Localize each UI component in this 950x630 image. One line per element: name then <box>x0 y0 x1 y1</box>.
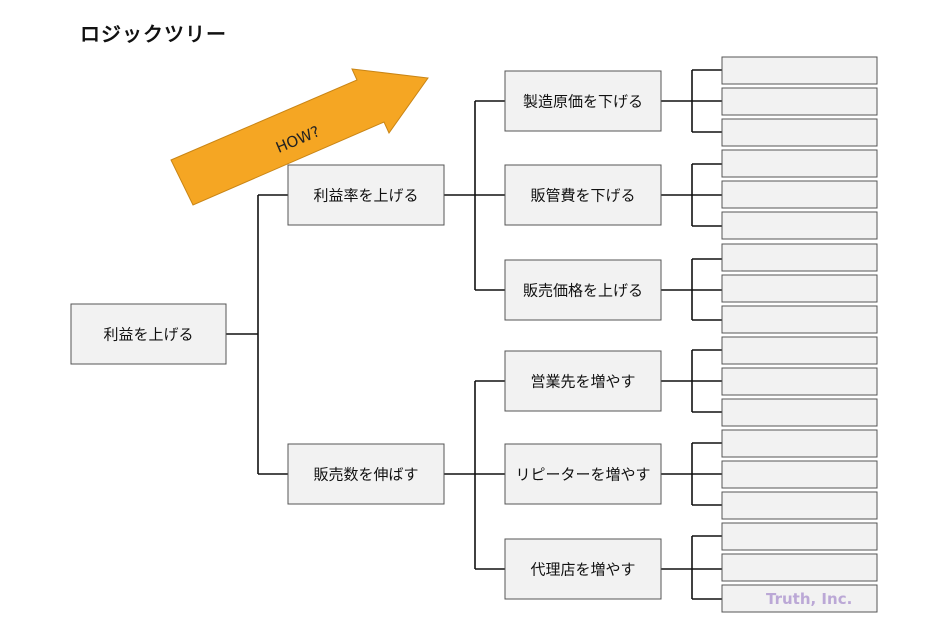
leaf-box <box>721 398 878 427</box>
leaf-box <box>721 274 878 303</box>
leaf-box <box>721 180 878 209</box>
level2-node: 製造原価を下げる <box>504 70 662 132</box>
level2-node-label: 製造原価を下げる <box>523 93 643 111</box>
level2-node: 代理店を増やす <box>504 538 662 600</box>
truth-inc-watermark: Truth, Inc. <box>766 590 852 608</box>
leaf-box <box>721 460 878 489</box>
leaf-box <box>721 243 878 272</box>
leaf-box <box>721 429 878 458</box>
level1-node-label: 販売数を伸ばす <box>313 466 418 484</box>
leaf-box <box>721 491 878 520</box>
leaf-box <box>721 553 878 582</box>
leaf-box <box>721 305 878 334</box>
leaf-box <box>721 522 878 551</box>
level1-node-sales-volume: 販売数を伸ばす <box>287 443 445 505</box>
leaf-box <box>721 211 878 240</box>
leaf-box <box>721 584 878 613</box>
level2-node: 営業先を増やす <box>504 350 662 412</box>
page-title: ロジックツリー <box>80 22 227 46</box>
level2-node: リピーターを増やす <box>504 443 662 505</box>
level2-node: 販売価格を上げる <box>504 259 662 321</box>
leaf-box <box>721 367 878 396</box>
leaf-connectors <box>661 69 722 600</box>
how-arrow: HOW? <box>170 68 429 206</box>
leaf-boxes <box>721 56 878 613</box>
leaf-box <box>721 149 878 178</box>
root-node-label: 利益を上げる <box>103 326 193 344</box>
level2-node-label: 代理店を増やす <box>530 561 635 579</box>
level2-node-label: 営業先を増やす <box>530 373 635 391</box>
level2-node-label: 販管費を下げる <box>530 187 635 205</box>
how-arrow-shape <box>170 68 429 206</box>
level1-node-label: 利益率を上げる <box>313 187 418 205</box>
level2-node: 販管費を下げる <box>504 164 662 226</box>
level2-node-label: 販売価格を上げる <box>523 282 643 300</box>
leaf-box <box>721 56 878 85</box>
level1-node-profit-margin: 利益率を上げる <box>287 164 445 226</box>
connector-lines <box>226 69 722 600</box>
leaf-box <box>721 336 878 365</box>
level2-node-label: リピーターを増やす <box>515 466 650 484</box>
leaf-box <box>721 87 878 116</box>
leaf-box <box>721 118 878 147</box>
root-node: 利益を上げる <box>70 303 227 365</box>
